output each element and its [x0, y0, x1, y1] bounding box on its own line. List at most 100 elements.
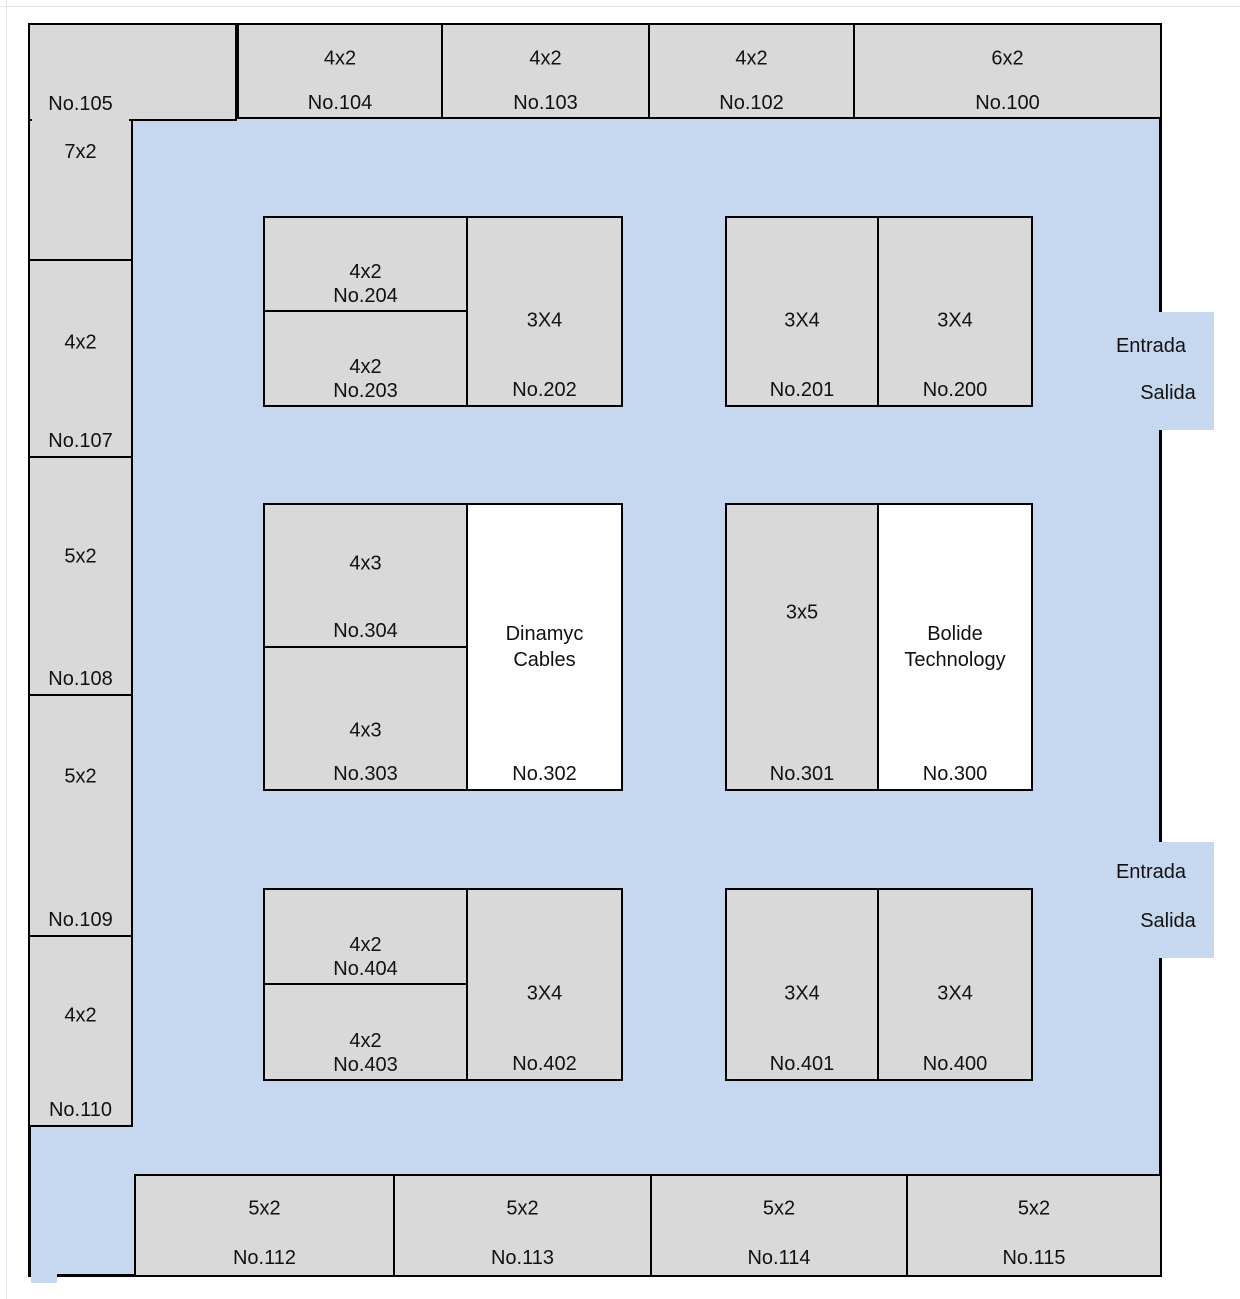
booth-size-label: 5x2: [64, 545, 97, 568]
booth-labels: 4x2 No.204: [265, 260, 466, 308]
booth-112: 5x2 No.112: [134, 1174, 395, 1277]
booth-size-label: 5x2: [1017, 1197, 1051, 1220]
booth-size-label: 5x2: [248, 1197, 281, 1220]
booth-104: 4x2 No.104: [237, 23, 443, 119]
booth-size-label: 7x2: [64, 141, 97, 163]
booth-303: 4x3 No.303: [263, 646, 468, 791]
booth-302: Dinamyc Cables No.302: [466, 503, 623, 791]
exit-opening-bottom-left: [31, 1272, 57, 1283]
booth-109: 5x2 No.109: [28, 694, 133, 937]
booth-401: 3X4 No.401: [725, 888, 879, 1081]
booth-number-label: No.112: [232, 1247, 296, 1269]
booth-202: 3X4 No.202: [466, 216, 623, 407]
booth-size-label: 3X4: [784, 982, 820, 1005]
booth-number-label: No.105: [48, 93, 113, 115]
entrance-opening-top: [1159, 312, 1214, 430]
salida-label-bottom: Salida: [1140, 910, 1196, 932]
booth-size-label: 4x2: [64, 1004, 97, 1027]
booth-size-label: 6x2: [991, 47, 1024, 70]
booth-size-label: 4x2: [64, 331, 97, 354]
booth-number-label: No.114: [747, 1247, 811, 1269]
booth-number-label: No.300: [922, 763, 988, 785]
booth-402: 3X4 No.402: [466, 888, 623, 1081]
booth-size-label: 4x3: [349, 552, 382, 575]
booth-number-label: No.113: [490, 1247, 554, 1269]
booth-108: 5x2 No.108: [28, 456, 133, 696]
booth-size-label: 4x2: [735, 47, 768, 70]
booth-105: No.105 7x2: [28, 23, 237, 263]
booth-301: 3x5 No.301: [725, 503, 879, 791]
entrada-label-top: Entrada: [1115, 335, 1187, 357]
entrada-label-bottom: Entrada: [1115, 861, 1187, 883]
booth-size-label: 5x2: [506, 1197, 539, 1220]
booth-number-label: No.107: [48, 430, 113, 452]
booth-size-label: 4x2: [323, 47, 357, 70]
booth-labels: 4x2 No.404: [265, 933, 466, 981]
booth-number-label: No.401: [769, 1053, 835, 1075]
entrance-opening-bottom: [1159, 842, 1214, 958]
booth-number-label: No.203: [333, 380, 398, 402]
booth-105-top-section: [28, 23, 237, 121]
booth-115: 5x2 No.115: [906, 1174, 1162, 1277]
booth-size-label: 4x2: [529, 47, 562, 70]
booth-number-label: No.104: [307, 92, 373, 114]
booth-110: 4x2 No.110: [28, 935, 133, 1127]
exhibitor-name-line1: Bolide: [927, 623, 983, 645]
exhibitor-name-line2: Technology: [904, 649, 1006, 671]
booth-size-label: 5x2: [64, 765, 97, 788]
booth-204: 4x2 No.204: [263, 216, 468, 312]
booth-number-label: No.108: [48, 668, 113, 690]
booth-size-label: 3X4: [937, 309, 973, 332]
page-edge-line-horizontal: [0, 6, 1240, 7]
booth-number-label: No.303: [333, 763, 398, 785]
booth-300: Bolide Technology No.300: [877, 503, 1033, 791]
booth-size-label: 3X4: [526, 982, 563, 1005]
booth-100: 6x2 No.100: [853, 23, 1162, 119]
booth-304: 4x3 No.304: [263, 503, 468, 648]
booth-number-label: No.402: [512, 1053, 577, 1075]
booth-105-join: [32, 115, 129, 124]
exhibitor-name: Bolide Technology: [879, 621, 1031, 673]
booth-number-label: No.400: [922, 1053, 988, 1075]
booth-labels: 4x2 No.403: [265, 1029, 466, 1077]
booth-number-label: No.403: [333, 1054, 398, 1076]
booth-number-label: No.103: [513, 92, 578, 114]
booth-size-label: 5x2: [762, 1197, 796, 1220]
booth-number-label: No.301: [769, 763, 835, 785]
booth-size-label: 4x2: [349, 261, 382, 283]
booth-number-label: No.115: [1002, 1247, 1066, 1269]
booth-number-label: No.110: [48, 1099, 112, 1121]
booth-size-label: 4x2: [349, 1030, 382, 1052]
booth-102: 4x2 No.102: [648, 23, 855, 119]
booth-size-label: 3X4: [526, 309, 563, 332]
salida-label-top: Salida: [1140, 382, 1196, 404]
exhibitor-name-line2: Cables: [513, 649, 576, 671]
booth-size-label: 4x3: [349, 719, 382, 742]
booth-201: 3X4 No.201: [725, 216, 879, 407]
booth-size-label: 3X4: [784, 309, 820, 332]
booth-103: 4x2 No.103: [441, 23, 650, 119]
booth-400: 3X4 No.400: [877, 888, 1033, 1081]
exhibitor-name: Dinamyc Cables: [468, 621, 621, 673]
booth-number-label: No.404: [333, 958, 398, 980]
exhibitor-name-line1: Dinamyc: [505, 623, 584, 645]
booth-203: 4x2 No.203: [263, 310, 468, 407]
booth-labels: 4x2 No.203: [265, 355, 466, 403]
booth-number-label: No.302: [512, 763, 577, 785]
booth-107: 4x2 No.107: [28, 259, 133, 458]
booth-114: 5x2 No.114: [650, 1174, 908, 1277]
page-edge-line-vertical: [6, 0, 7, 1299]
booth-number-label: No.202: [512, 379, 577, 401]
booth-number-label: No.204: [333, 285, 398, 307]
booth-200: 3X4 No.200: [877, 216, 1033, 407]
booth-number-label: No.304: [333, 620, 398, 642]
booth-404: 4x2 No.404: [263, 888, 468, 985]
booth-number-label: No.102: [719, 92, 784, 114]
booth-size-label: 4x2: [349, 356, 382, 378]
booth-113: 5x2 No.113: [393, 1174, 652, 1277]
booth-size-label: 4x2: [349, 934, 382, 956]
booth-number-label: No.200: [922, 379, 988, 401]
booth-number-label: No.100: [975, 92, 1040, 114]
booth-size-label: 3x5: [785, 601, 819, 624]
